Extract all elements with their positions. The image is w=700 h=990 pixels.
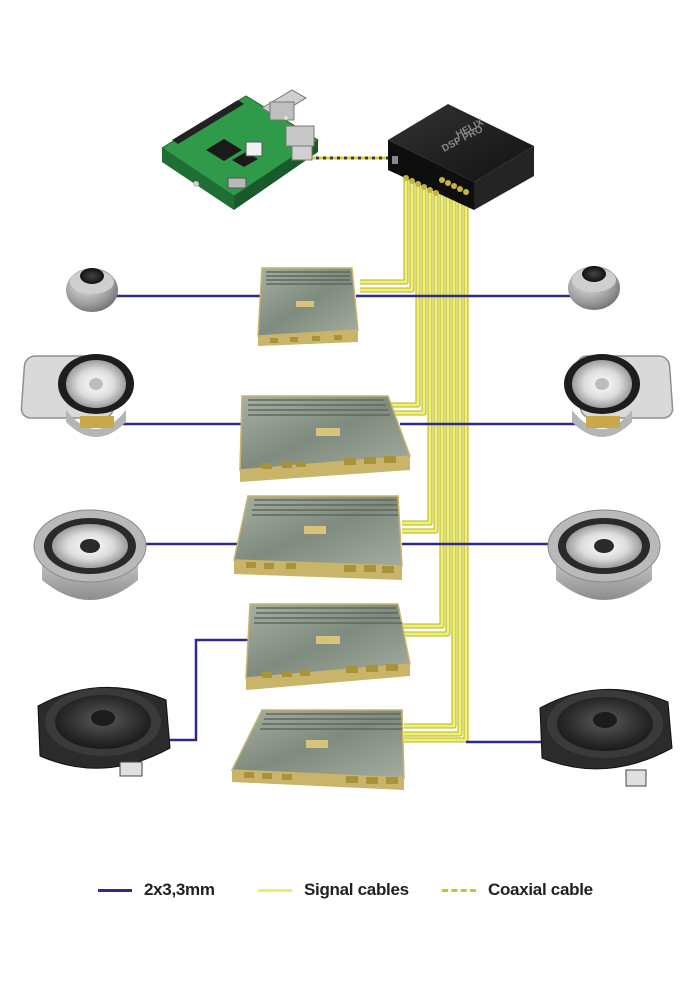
amplifier-5 — [230, 709, 405, 790]
tweeter-right — [568, 266, 620, 310]
tweeter-left — [66, 268, 118, 312]
speaker-cable-group — [112, 294, 580, 744]
amplifier-3 — [233, 495, 403, 580]
legend-label-signal-cables: Signal cables — [304, 880, 409, 899]
legend-item-coaxial-cable: Coaxial cable — [442, 876, 593, 904]
amplifier-4 — [245, 603, 411, 690]
midrange-speaker-right — [564, 354, 674, 437]
subwoofer-left — [37, 686, 171, 777]
speaker-cable-swatch — [98, 888, 132, 892]
raspberry-pi-board — [161, 89, 319, 210]
coax-cable-swatch — [442, 888, 476, 892]
woofer-speaker-right — [547, 509, 661, 600]
subwoofer-right — [539, 688, 673, 787]
legend-item-speaker-cable: 2x3,3mm — [98, 876, 215, 904]
amplifier-1 — [257, 267, 359, 346]
legend-label-coaxial-cable: Coaxial cable — [488, 880, 593, 899]
amplifier-2 — [239, 395, 412, 482]
woofer-speaker-left — [33, 509, 147, 600]
speaker-cable-sub-left — [168, 638, 248, 742]
legend-item-signal-cables: Signal cables — [258, 876, 409, 904]
legend-label-speaker-cable: 2x3,3mm — [144, 880, 215, 899]
signal-cable-swatch — [258, 888, 292, 892]
dsp-unit: HELIX DSP PRO — [388, 104, 534, 210]
midrange-speaker-left — [20, 354, 134, 437]
